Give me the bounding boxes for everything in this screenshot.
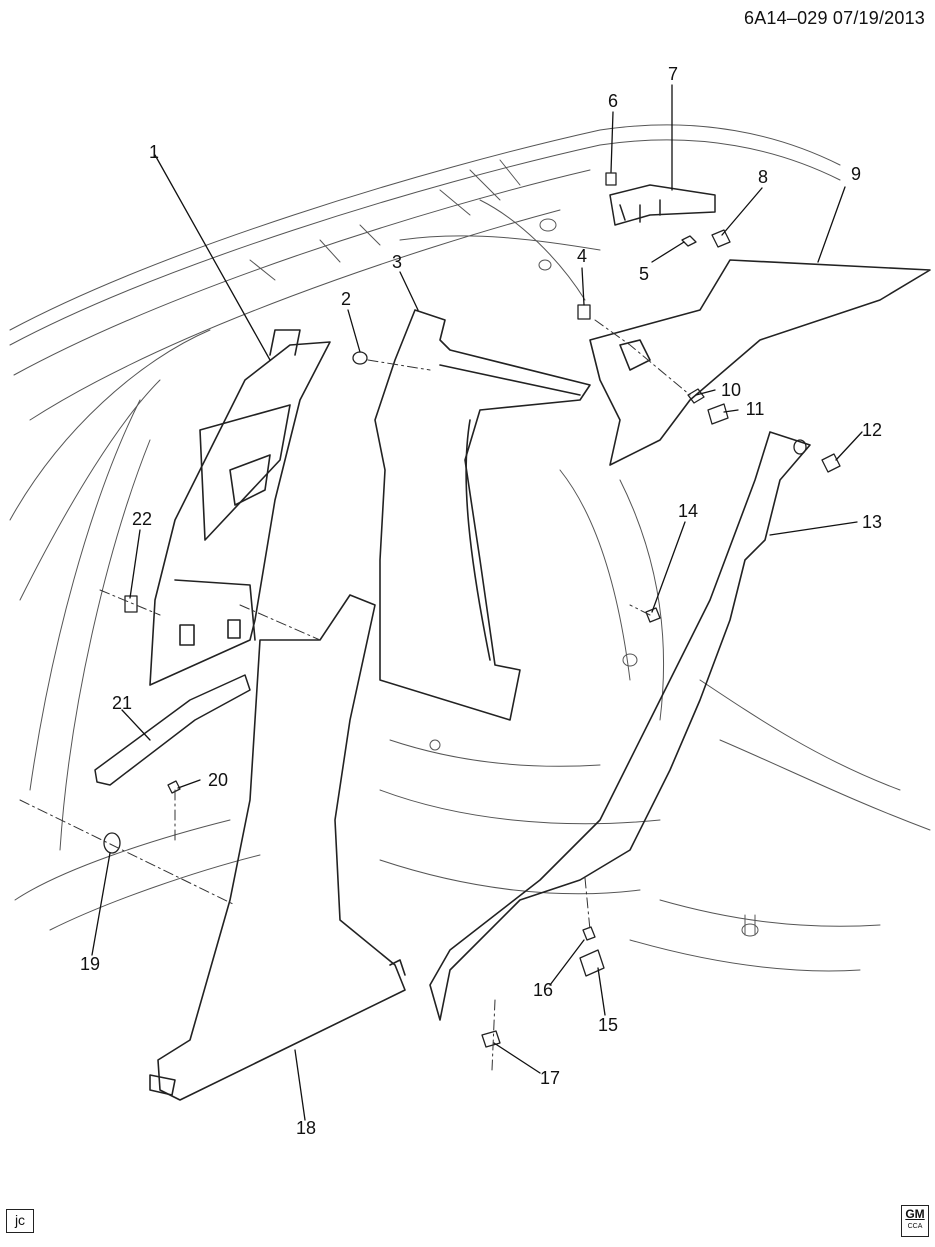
callout-12: 12: [862, 420, 882, 440]
callout-15: 15: [598, 1015, 618, 1035]
callout-1: 1: [149, 142, 159, 162]
callout-18: 18: [296, 1118, 316, 1138]
callout-19: 19: [80, 954, 100, 974]
part-1-upper-pillar-trim: [149, 329, 331, 686]
gm-logo: GM CCA: [901, 1205, 929, 1237]
drawer-initials-tag: jc: [6, 1209, 34, 1233]
part-9-shelf-trim: [589, 259, 931, 466]
callout-6: 6: [608, 91, 618, 111]
part-22-clip: [124, 595, 138, 613]
part-16-clip: [582, 926, 596, 941]
callout-16: 16: [533, 980, 553, 1000]
part-12-bolt: [821, 453, 841, 473]
part-3-trim-panel: [374, 309, 591, 721]
callout-4: 4: [577, 246, 587, 266]
part-13-quarter-trim: [429, 431, 811, 1021]
diagram-code-date: 6A14–029 07/19/2013: [744, 8, 925, 28]
callout-21: 21: [112, 693, 132, 713]
callout-20: 20: [208, 770, 228, 790]
alignment-lines: [19, 319, 691, 1071]
callout-11: 11: [746, 399, 765, 419]
part-5-clip: [681, 235, 697, 247]
leader-lines: [91, 84, 863, 1121]
callout-7: 7: [668, 64, 678, 84]
part-17-clip: [481, 1030, 501, 1048]
part-4-clip: [577, 304, 591, 320]
callout-2: 2: [341, 289, 351, 309]
part-15-bracket: [579, 949, 605, 977]
part-19-clip: [103, 832, 121, 854]
part-20-clip: [167, 780, 181, 794]
callout-8: 8: [758, 167, 768, 187]
part-6-clip: [605, 172, 617, 186]
callout-5: 5: [639, 264, 649, 284]
gm-logo-subtext: CCA: [907, 1223, 923, 1230]
callout-14: 14: [678, 501, 698, 521]
part-7-module: [609, 184, 716, 226]
part-2-plug: [352, 351, 368, 365]
vehicle-body-outline: [9, 124, 931, 972]
gm-logo-text: GM: [905, 1207, 925, 1221]
callout-22: 22: [132, 509, 152, 529]
part-18-lower-pillar-trim: [149, 594, 406, 1101]
callout-17: 17: [540, 1068, 560, 1088]
part-11-cover: [707, 403, 729, 425]
callout-13: 13: [862, 512, 882, 532]
callout-10: 10: [721, 380, 741, 400]
callout-numbers: 1 2 3 4 5 6 7 8 9 10 11 12 13 14 15 16 1…: [80, 64, 882, 1138]
callout-9: 9: [851, 164, 861, 184]
part-10-screw: [687, 388, 705, 404]
part-21-trim-strip: [94, 674, 251, 786]
callout-3: 3: [392, 252, 402, 272]
part-8-clip: [711, 229, 731, 248]
fasteners: [103, 172, 841, 1048]
